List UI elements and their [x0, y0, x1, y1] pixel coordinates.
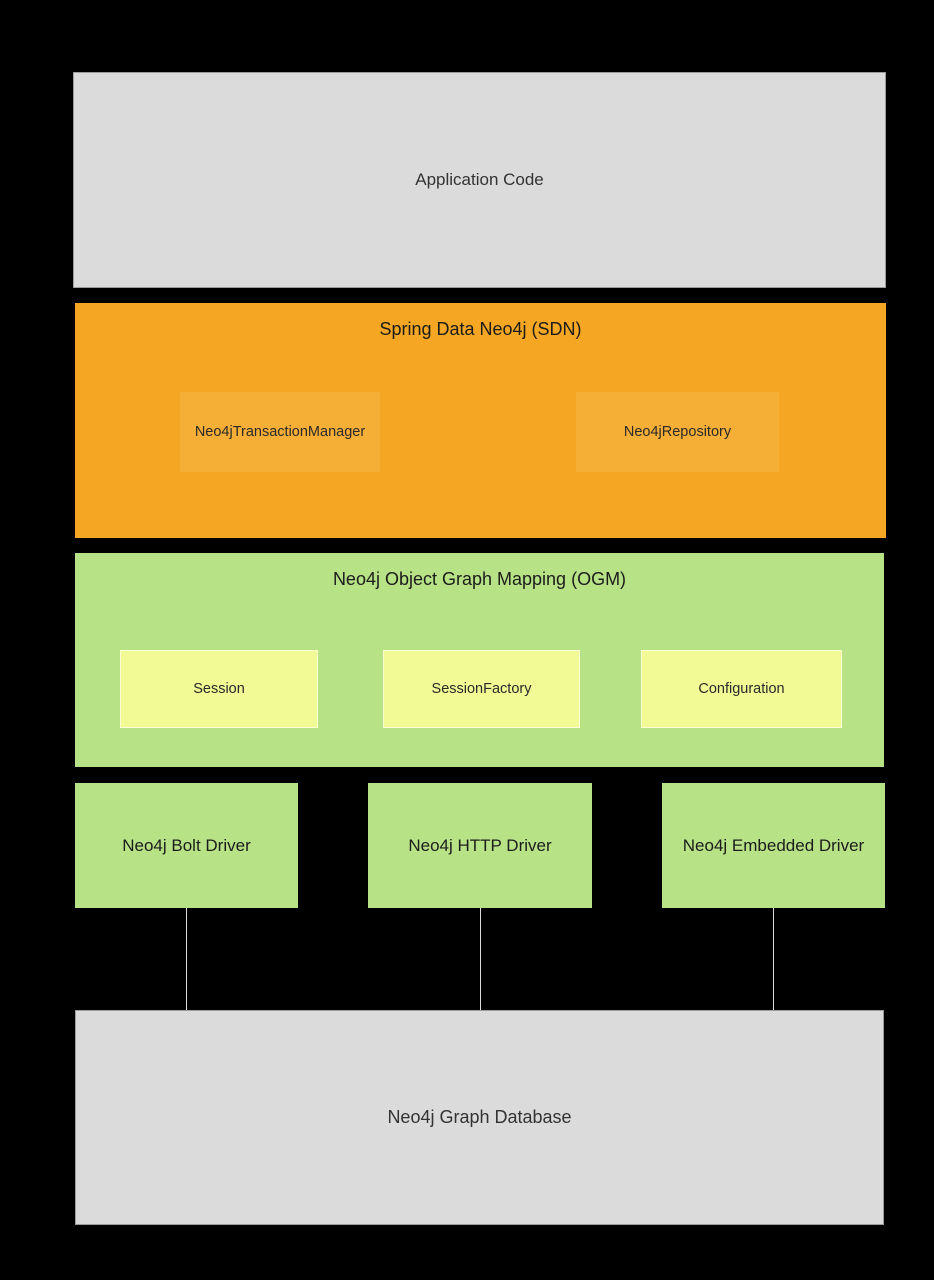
graph-database-label: Neo4j Graph Database	[387, 1107, 572, 1127]
sdn-layer-title: Spring Data Neo4j (SDN)	[379, 319, 582, 339]
configuration-box: Configuration	[641, 650, 842, 728]
session-box: Session	[120, 650, 318, 728]
session-factory-label: SessionFactory	[431, 681, 532, 697]
neo4j-transaction-manager-box: Neo4jTransactionManager	[180, 392, 380, 472]
ogm-layer-box: Neo4j Object Graph Mapping (OGM) Session…	[75, 553, 884, 767]
neo4j-repository-box: Neo4jRepository	[576, 392, 779, 472]
graph-database-box: Neo4j Graph Database	[75, 1010, 884, 1225]
configuration-label: Configuration	[698, 681, 785, 697]
neo4j-transaction-manager-label: Neo4jTransactionManager	[194, 424, 366, 440]
http-driver-connector-line	[480, 908, 481, 1010]
application-code-box: Application Code	[73, 72, 886, 288]
embedded-driver-connector-line	[773, 908, 774, 1010]
neo4j-repository-label: Neo4jRepository	[623, 424, 732, 440]
embedded-driver-label: Neo4j Embedded Driver	[682, 835, 865, 855]
http-driver-box: Neo4j HTTP Driver	[368, 783, 592, 908]
sdn-layer-box: Spring Data Neo4j (SDN) Neo4jTransaction…	[75, 303, 886, 538]
bolt-driver-label: Neo4j Bolt Driver	[122, 835, 251, 855]
session-label: Session	[193, 681, 245, 697]
application-code-label: Application Code	[415, 170, 544, 189]
ogm-layer-title: Neo4j Object Graph Mapping (OGM)	[332, 569, 627, 589]
embedded-driver-box: Neo4j Embedded Driver	[662, 783, 885, 908]
http-driver-label: Neo4j HTTP Driver	[408, 835, 552, 855]
bolt-driver-box: Neo4j Bolt Driver	[75, 783, 298, 908]
session-factory-box: SessionFactory	[383, 650, 580, 728]
bolt-driver-connector-line	[186, 908, 187, 1010]
